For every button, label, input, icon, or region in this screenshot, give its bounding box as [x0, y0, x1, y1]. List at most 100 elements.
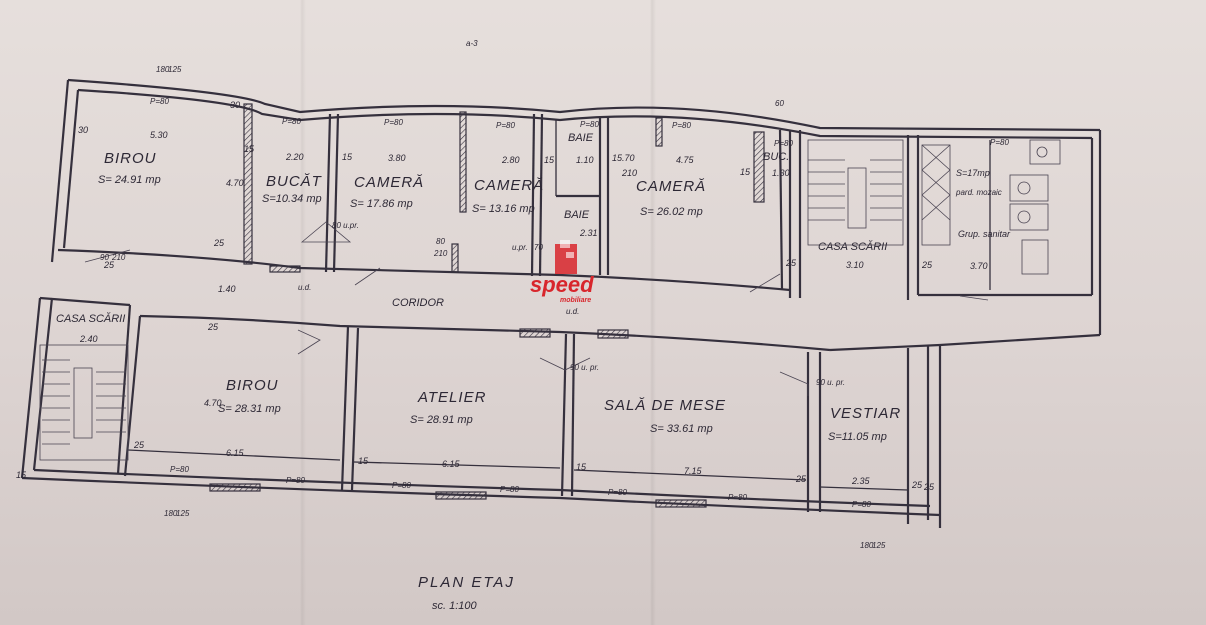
dim-label: 25	[103, 260, 115, 270]
room-name-birou-1: BIROU	[104, 150, 157, 167]
dim-label: 6.15	[442, 459, 461, 469]
plan-title: PLAN ETAJ	[418, 574, 515, 591]
door-label: u.pr.	[512, 243, 528, 252]
room-name-baie-2: BAIE	[564, 209, 590, 221]
door-swings	[84, 221, 989, 396]
sanitary-fixtures	[921, 139, 1061, 275]
dim-label: 2.20	[285, 152, 304, 162]
dim-label: 15	[358, 456, 369, 466]
dim-label: 3.70	[970, 261, 988, 271]
room-area-camera-3: S= 26.02 mp	[640, 206, 703, 218]
dim-label: 25	[921, 260, 933, 270]
window-label: P=80	[852, 500, 871, 509]
dim-label: 15.70	[612, 153, 635, 163]
room-area-camera-1: S= 17.86 mp	[350, 198, 413, 210]
walls	[20, 78, 1102, 528]
door-label: 210	[111, 253, 126, 262]
window-label: P=80	[500, 485, 519, 494]
room-area-birou-1: S= 24.91 mp	[98, 174, 161, 186]
room-name-sala-de-mese: SALĂ DE MESE	[604, 397, 726, 414]
room-name-baie-1: BAIE	[568, 132, 594, 144]
dim-label: 15	[740, 167, 751, 177]
dim-label: 210	[621, 168, 637, 178]
dim-label: 2.40	[79, 334, 98, 344]
window-label: P=80	[580, 120, 599, 129]
window-label: 180	[156, 65, 170, 74]
dim-label: 30	[78, 125, 88, 135]
window-label: 180	[164, 509, 178, 518]
wall-hatching	[209, 265, 707, 508]
dim-label: 15	[342, 152, 353, 162]
brand-tagline: mobiliare	[560, 297, 591, 304]
door-label: 210	[433, 249, 448, 258]
floor-label: pard. mozaic	[955, 188, 1002, 197]
dim-label: 25	[133, 440, 145, 450]
room-name-bucat: BUCĂT	[266, 173, 323, 190]
room-labels: BIROU S= 24.91 mp BUCĂT S=10.34 mp CAMER…	[56, 132, 1011, 443]
room-area-atelier: S= 28.91 mp	[410, 414, 473, 426]
door-label: u.d.	[298, 283, 311, 292]
door-label: 80	[436, 237, 445, 246]
dim-label: 2.35	[851, 476, 871, 486]
dim-label: 15	[244, 144, 255, 154]
room-name-buc: BUC.	[763, 151, 789, 163]
room-name-atelier: ATELIER	[417, 389, 486, 406]
door-label: 90 u. pr.	[816, 378, 845, 387]
dim-label: 15	[16, 470, 27, 480]
room-name-camera-3: CAMERĂ	[636, 178, 706, 195]
room-area-vestiar: S=11.05 mp	[828, 431, 887, 443]
door-label: 90 u. pr.	[570, 363, 599, 372]
dim-label: 25	[213, 238, 225, 248]
room-area-sala-de-mese: S= 33.61 mp	[650, 423, 713, 435]
window-label: 125	[872, 541, 886, 550]
dim-label: 4.70	[204, 398, 222, 408]
dim-label: 25	[911, 480, 923, 490]
dim-label: 25	[795, 474, 807, 484]
brand-name: speed	[530, 272, 594, 297]
dim-label: 25	[785, 258, 797, 268]
dim-label: 4.70	[226, 178, 244, 188]
window-label: P=80	[170, 465, 189, 474]
dim-label: 2.31	[579, 228, 598, 238]
door-label: 80 u.pr.	[332, 221, 359, 230]
window-label: P=80	[608, 488, 627, 497]
dim-label: 2.80	[501, 155, 520, 165]
room-name-casa-scarii-2: CASA SCĂRII	[56, 312, 125, 325]
stairs-upper	[807, 139, 904, 246]
dim-label: 3.80	[388, 153, 406, 163]
room-name-casa-scarii-1: CASA SCĂRII	[818, 240, 887, 253]
window-label: P=80	[384, 118, 403, 127]
dim-label: 25	[207, 322, 219, 332]
window-label: P=80	[496, 121, 515, 130]
dimensions: 5.30 30 30 15 2.20 15 3.80 2.80 15 1.10 …	[16, 100, 988, 492]
door-label: 70	[534, 243, 543, 252]
room-area-grup-sanitar: S=17mp	[956, 168, 990, 178]
room-name-camera-2: CAMERĂ	[474, 177, 544, 194]
window-label: 125	[168, 65, 182, 74]
openings: P=80 180 125 P=80 P=80 P=80 P=80 P=80 P=…	[100, 65, 1009, 550]
window-label: P=80	[282, 117, 301, 126]
stairs-lower	[39, 344, 129, 461]
dim-label: 1.10	[576, 155, 594, 165]
room-name-camera-1: CAMERĂ	[354, 174, 424, 191]
window-label: P=80	[150, 97, 169, 106]
door-label: u.d.	[566, 307, 579, 316]
room-area-birou-2: S= 28.31 mp	[218, 403, 281, 415]
dim-label: 25	[923, 482, 935, 492]
window-label: P=80	[286, 476, 305, 485]
dim-label: 6.15	[226, 448, 245, 458]
plan-scale: sc. 1:100	[432, 600, 478, 612]
dim-label: 3.10	[846, 260, 864, 270]
door-label: 90	[100, 253, 109, 262]
dim-label: 1.40	[218, 284, 236, 294]
room-name-vestiar: VESTIAR	[830, 405, 901, 422]
dim-label: 30	[230, 100, 240, 110]
window-label: P=80	[990, 138, 1009, 147]
window-label: 180	[860, 541, 874, 550]
window-label: 125	[176, 509, 190, 518]
window-label: P=80	[672, 121, 691, 130]
dim-label: 5.30	[150, 130, 168, 140]
room-name-coridor: CORIDOR	[392, 297, 444, 309]
